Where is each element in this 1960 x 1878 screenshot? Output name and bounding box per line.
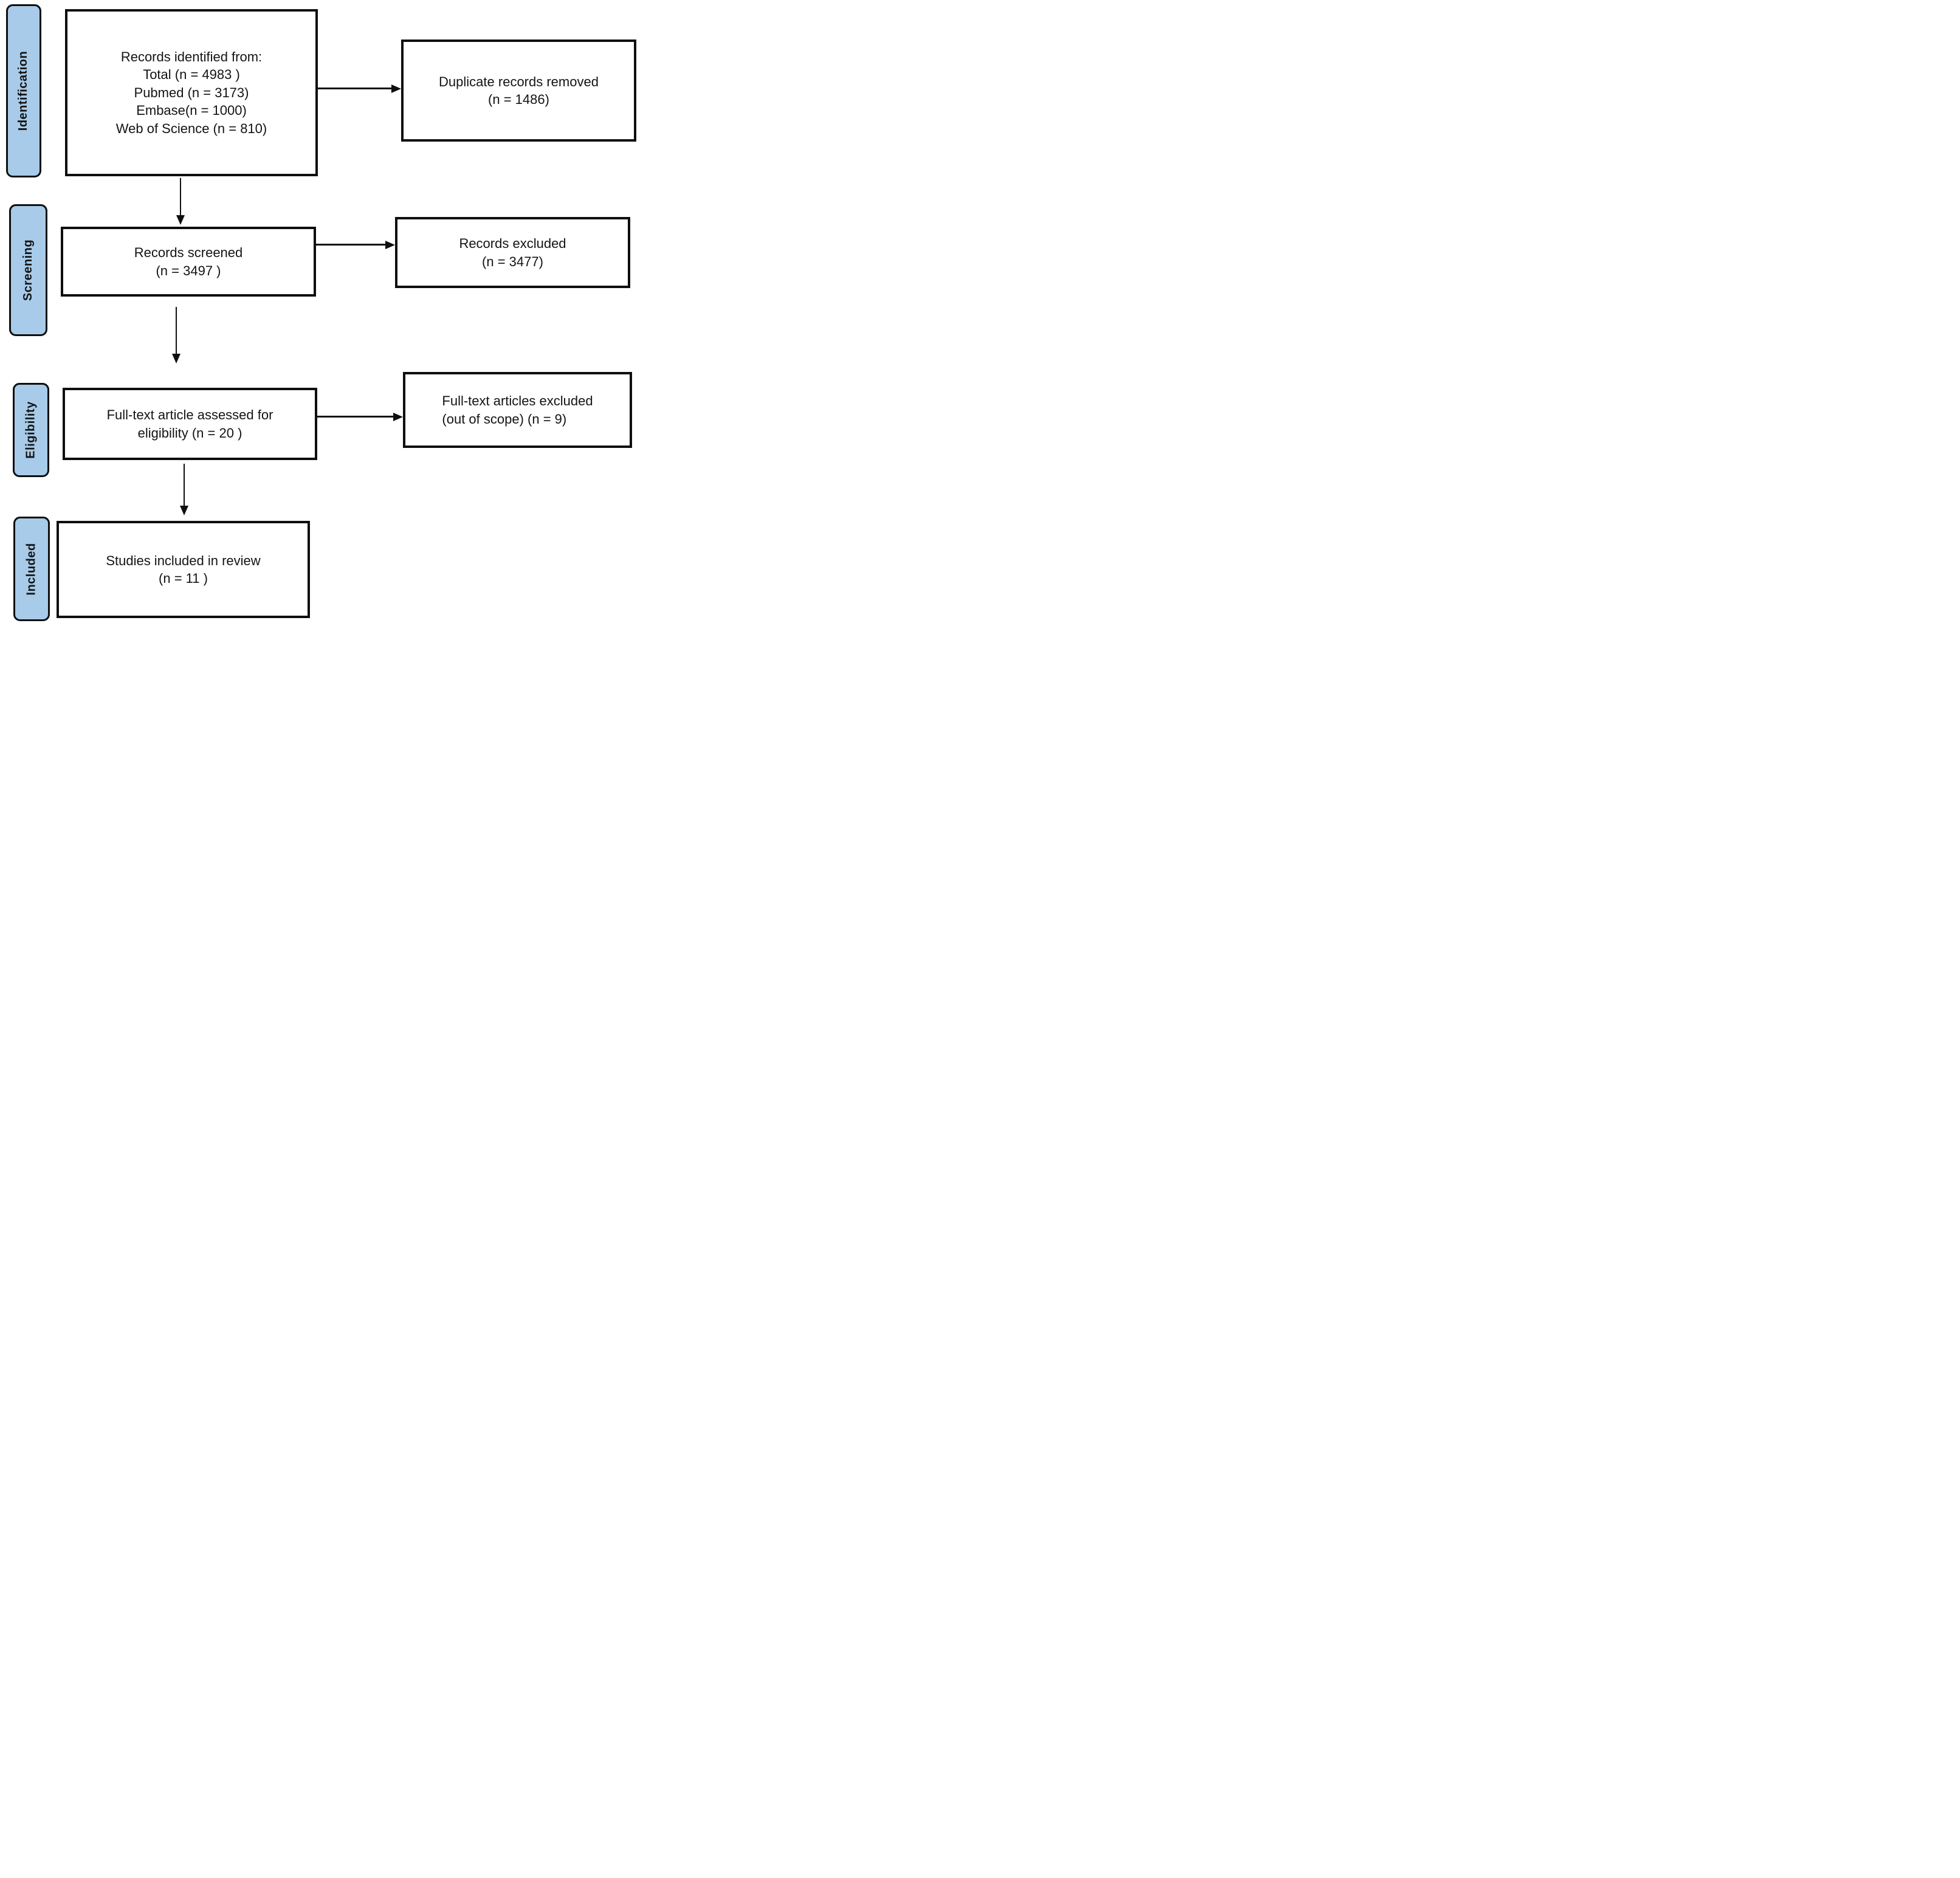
fulltext-assessed-text: Full-text article assessed for eligibili…: [107, 406, 273, 442]
fulltext-assessed-count-line: eligibility (n = 20 ): [137, 425, 242, 441]
arrow-fulltext-to-included: [184, 464, 185, 506]
stage-label-included-text: Included: [24, 542, 38, 596]
duplicate-records-removed-line: Duplicate records removed: [439, 74, 599, 89]
stage-label-eligibility-text: Eligibility: [24, 401, 38, 459]
stage-label-identification-text: Identification: [16, 50, 30, 131]
studies-included-text: Studies included in review (n = 11 ): [106, 552, 260, 588]
stage-label-screening-text: Screening: [21, 239, 35, 301]
records-excluded-box: Records excluded (n = 3477): [395, 217, 630, 288]
studies-included-count-line: (n = 11 ): [159, 571, 208, 586]
records-excluded-text: Records excluded (n = 3477): [459, 235, 566, 270]
duplicate-records-removed-text: Duplicate records removed (n = 1486): [439, 73, 599, 109]
fulltext-excluded-count-line: (out of scope) (n = 9): [442, 411, 567, 427]
records-screened-count-line: (n = 3497 ): [156, 263, 221, 278]
arrow-identified-to-screened: [180, 178, 181, 216]
records-identified-wos-line: Web of Science (n = 810): [115, 120, 267, 136]
arrow-screened-to-fulltext: [176, 307, 177, 354]
records-identified-text: Records identified from: Total (n = 4983…: [116, 48, 267, 137]
fulltext-assessed-line: Full-text article assessed for: [106, 407, 273, 423]
fulltext-assessed-box: Full-text article assessed for eligibili…: [63, 388, 317, 460]
records-identified-pubmed-line: Pubmed (n = 3173): [134, 84, 249, 100]
studies-included-box: Studies included in review (n = 11 ): [57, 521, 310, 618]
records-identified-box: Records identified from: Total (n = 4983…: [65, 9, 318, 176]
arrow-identified-to-duplicates: [318, 88, 392, 89]
fulltext-excluded-box: Full-text articles excluded (out of scop…: [403, 372, 632, 448]
prisma-flow-diagram: Identification Screening Eligibility Inc…: [0, 0, 653, 626]
stage-label-identification: Identification: [6, 4, 41, 177]
stage-label-screening: Screening: [9, 204, 47, 336]
records-excluded-line: Records excluded: [459, 236, 566, 252]
records-identified-embase-line: Embase(n = 1000): [136, 103, 247, 119]
records-screened-box: Records screened (n = 3497 ): [61, 227, 316, 297]
duplicate-records-removed-count-line: (n = 1486): [488, 92, 549, 107]
records-screened-text: Records screened (n = 3497 ): [134, 244, 243, 280]
fulltext-excluded-text: Full-text articles excluded (out of scop…: [442, 392, 593, 428]
fulltext-excluded-line: Full-text articles excluded: [442, 393, 593, 409]
studies-included-line: Studies included in review: [106, 552, 261, 568]
arrow-screened-to-excluded: [316, 244, 386, 246]
duplicate-records-removed-box: Duplicate records removed (n = 1486): [401, 40, 636, 142]
records-screened-line: Records screened: [134, 245, 243, 261]
records-excluded-count-line: (n = 3477): [482, 253, 543, 269]
records-identified-line: Records identified from:: [120, 49, 263, 64]
arrow-fulltext-to-excluded: [317, 416, 394, 418]
stage-label-eligibility: Eligibility: [13, 383, 49, 477]
records-identified-total-line: Total (n = 4983 ): [143, 67, 240, 83]
stage-label-included: Included: [13, 517, 50, 621]
